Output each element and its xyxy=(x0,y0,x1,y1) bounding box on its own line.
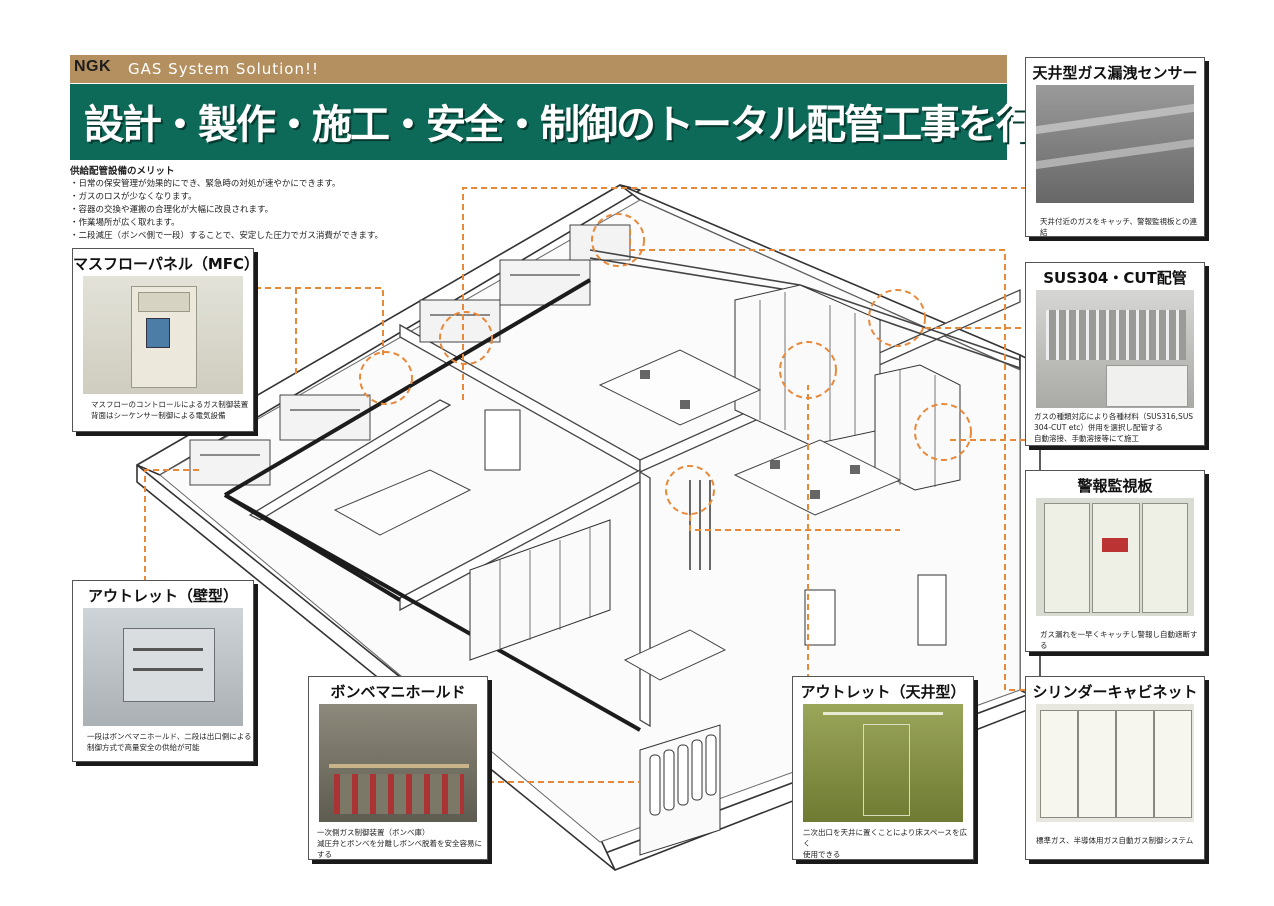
caption-line: 標準ガス、半導体用ガス自動ガス制御システム xyxy=(1036,836,1194,845)
tagline: GAS System Solution!! xyxy=(128,60,320,78)
callout-mfc: マスフローパネル（MFC） マスフローのコントロールによるガス制御装置 背面はシ… xyxy=(72,248,260,432)
callout-title: シリンダーキャビネット xyxy=(1032,683,1198,701)
callout-title: SUS304・CUT配管 xyxy=(1043,269,1187,287)
caption-line: 304-CUT etc）併用を選択し配管する xyxy=(1034,423,1163,432)
callout-title: アウトレット（壁型） xyxy=(87,587,238,605)
caption-line: 天井付近のガスをキャッチ、警報監視板との連結 xyxy=(1040,217,1197,237)
merit-item: ・二段減圧（ボンベ側で一段）することで、安定した圧力でガス消費ができます。 xyxy=(70,231,384,241)
caption-line: 制御方式で高量安全の供給が可能 xyxy=(87,743,200,752)
merit-item: ・日常の保安管理が効果的にでき、緊急時の対処が速やかにできます。 xyxy=(70,179,341,189)
caption-line: 使用できる xyxy=(803,850,841,859)
merit-item: ・作業場所が広く取れます。 xyxy=(70,218,180,228)
callout-manifold: ボンベマニホールド 一次側ガス制御装置（ボンベ庫） 減圧弁とボンベを分離しボンベ… xyxy=(308,676,488,860)
caption-line: 減圧弁とボンベを分離しボンベ脱着を安全容易にする xyxy=(317,839,482,859)
caption-line: 一段はボンベマニホールド、二段は出口側による xyxy=(87,732,252,741)
merit-item: ・容器の交換や運搬の合理化が大幅に改良されます。 xyxy=(70,205,274,215)
caption-line: マスフローのコントロールによるガス制御装置 xyxy=(91,400,249,409)
caption-line: ガス漏れを一早くキャッチし警報し自動遮断する xyxy=(1040,630,1198,650)
wall-outlet-photo xyxy=(83,608,243,726)
callout-sensor: 天井型ガス漏洩センサー 天井付近のガスをキャッチ、警報監視板との連結 xyxy=(1025,57,1205,237)
merits-list: 供給配管設備のメリット ・日常の保安管理が効果的にでき、緊急時の対処が速やかにで… xyxy=(70,165,450,243)
manifold-photo xyxy=(319,704,477,822)
mfc-panel-photo xyxy=(83,276,243,394)
callout-title: 警報監視板 xyxy=(1077,477,1153,495)
callout-sus-piping: SUS304・CUT配管 ガスの種類対応により各種材料（SUS316,SUS 3… xyxy=(1025,262,1205,446)
page-title: 設計・製作・施工・安全・制御のトータル配管工事を行ないます xyxy=(84,102,1188,148)
cylinder-cabinet-photo xyxy=(1036,704,1194,822)
header-band xyxy=(70,55,1007,83)
sensor-photo xyxy=(1036,85,1194,203)
callout-alarm-panel: 警報監視板 ガス漏れを一早くキャッチし警報し自動遮断する xyxy=(1025,470,1205,652)
alarm-panel-photo xyxy=(1036,498,1194,616)
caption-line: 背面はシーケンサー制御による電気設備 xyxy=(91,411,226,420)
merit-item: ・ガスのロスが少なくなります。 xyxy=(70,192,197,202)
callout-title: アウトレット（天井型） xyxy=(800,683,966,701)
headline-band xyxy=(70,84,1007,160)
ceiling-outlet-photo xyxy=(803,704,963,822)
caption-line: ガスの種類対応により各種材料（SUS316,SUS xyxy=(1034,412,1194,421)
merits-title: 供給配管設備のメリット xyxy=(70,166,175,177)
callout-title: ボンベマニホールド xyxy=(330,683,466,701)
brand-logo: NGK xyxy=(74,58,112,75)
callout-cylinder-cabinet: シリンダーキャビネット 標準ガス、半導体用ガス自動ガス制御システム xyxy=(1025,676,1205,860)
callout-wall-outlet: アウトレット（壁型） 一段はボンベマニホールド、二段は出口側による 制御方式で高… xyxy=(72,580,254,762)
caption-line: 二次出口を天井に置くことにより床スペースを広く xyxy=(803,828,967,848)
callout-ceiling-outlet: アウトレット（天井型） 二次出口を天井に置くことにより床スペースを広く 使用でき… xyxy=(792,676,974,860)
sus-piping-photo xyxy=(1036,290,1194,408)
caption-line: 自動溶接、手動溶接等にて施工 xyxy=(1034,434,1139,443)
callout-title: 天井型ガス漏洩センサー xyxy=(1032,64,1198,82)
caption-line: 一次側ガス制御装置（ボンベ庫） xyxy=(317,828,430,837)
callout-title: マスフローパネル（MFC） xyxy=(73,255,260,273)
